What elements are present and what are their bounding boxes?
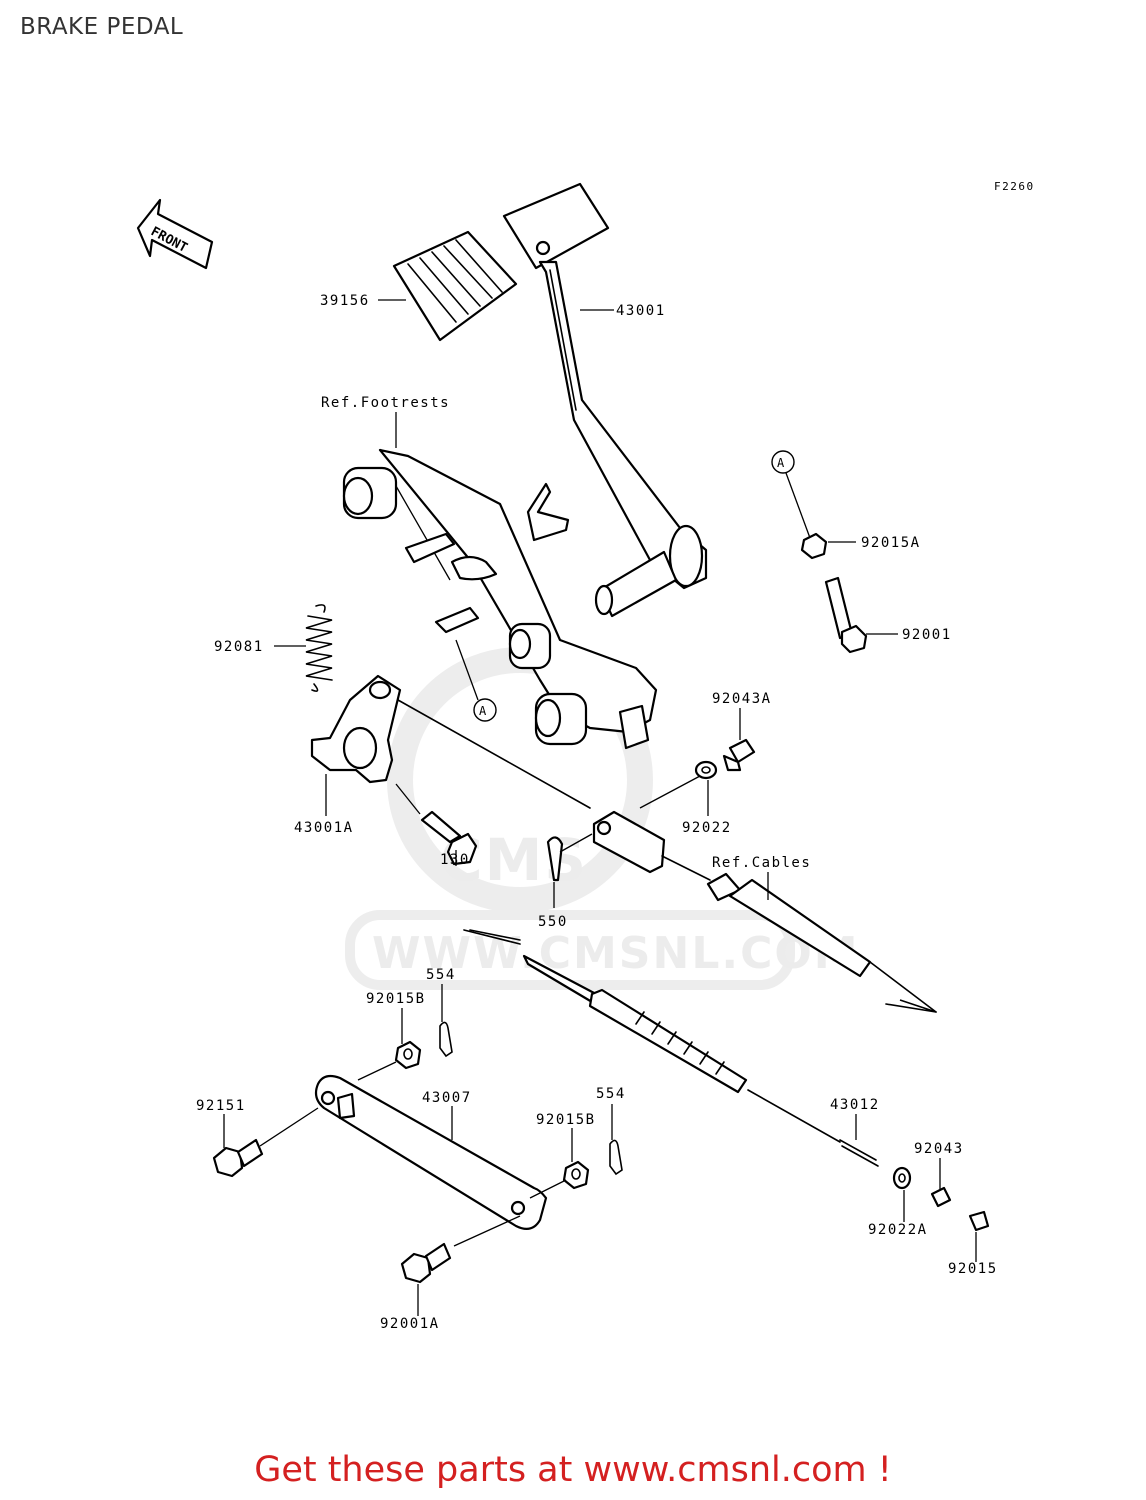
return-spring	[305, 604, 333, 692]
nut-92015B-right	[529, 1160, 590, 1199]
label-550: 550	[538, 914, 568, 930]
label-92151: 92151	[196, 1098, 246, 1114]
brake-cable	[706, 872, 937, 1013]
nut-92015A	[800, 532, 828, 560]
label-92022A: 92022A	[868, 1222, 928, 1238]
label-43012: 43012	[830, 1097, 880, 1113]
ref-marker-a-bottom: A	[455, 639, 497, 722]
label-43007: 43007	[422, 1090, 472, 1106]
note-ref-footrests: Ref.Footrests	[321, 395, 450, 411]
label-92081: 92081	[214, 639, 264, 655]
parts-diagram: CMS WWW.CMSNL.COM F2260 FRONT	[136, 180, 1035, 1332]
label-130: 130	[440, 852, 470, 868]
svg-text:A: A	[777, 456, 785, 470]
page-title: BRAKE PEDAL	[20, 14, 184, 40]
label-92015A: 92015A	[861, 535, 921, 551]
clip-554-right	[609, 1139, 623, 1176]
footrest-bracket	[342, 448, 658, 750]
cotter-pin	[546, 833, 593, 882]
label-92015B-right: 92015B	[536, 1112, 596, 1128]
rod-end-hardware	[892, 1166, 990, 1232]
pedal-pad-rubber	[392, 230, 518, 342]
ref-marker-a-top: A	[771, 450, 811, 539]
front-arrow-icon: FRONT	[136, 198, 214, 270]
label-92015: 92015	[948, 1261, 998, 1277]
label-92001A: 92001A	[380, 1316, 440, 1332]
bolt-92001	[824, 576, 868, 654]
label-92022: 92022	[682, 820, 732, 836]
brake-rod	[522, 954, 879, 1167]
figure-code: F2260	[994, 180, 1035, 193]
leader-lines	[223, 299, 977, 1316]
label-92043: 92043	[914, 1141, 964, 1157]
label-92001: 92001	[902, 627, 952, 643]
pin-and-washer	[639, 738, 756, 809]
label-39156: 39156	[320, 293, 370, 309]
pivot-pin	[404, 532, 498, 634]
brake-pedal-arm	[502, 182, 708, 618]
cable-clevis	[592, 810, 711, 881]
bolt-92151	[212, 1107, 319, 1178]
label-92015B-left: 92015B	[366, 991, 426, 1007]
brake-link	[314, 1074, 548, 1231]
clip-554-left	[439, 1021, 453, 1058]
watermark-site: WWW.CMSNL.COM	[372, 928, 860, 979]
label-554-left: 554	[426, 967, 456, 983]
label-554-right: 554	[596, 1086, 626, 1102]
nut-92015B-left	[357, 1040, 422, 1081]
label-43001A: 43001A	[294, 820, 354, 836]
footer-call-to-action[interactable]: Get these parts at www.cmsnl.com !	[254, 1450, 892, 1490]
label-43001: 43001	[616, 303, 666, 319]
svg-text:A: A	[479, 704, 487, 718]
label-92043A: 92043A	[712, 691, 772, 707]
note-ref-cables: Ref.Cables	[712, 855, 811, 871]
brake-lever-arm	[310, 674, 591, 809]
bolt-130	[395, 783, 478, 866]
bolt-92001A	[400, 1215, 521, 1284]
